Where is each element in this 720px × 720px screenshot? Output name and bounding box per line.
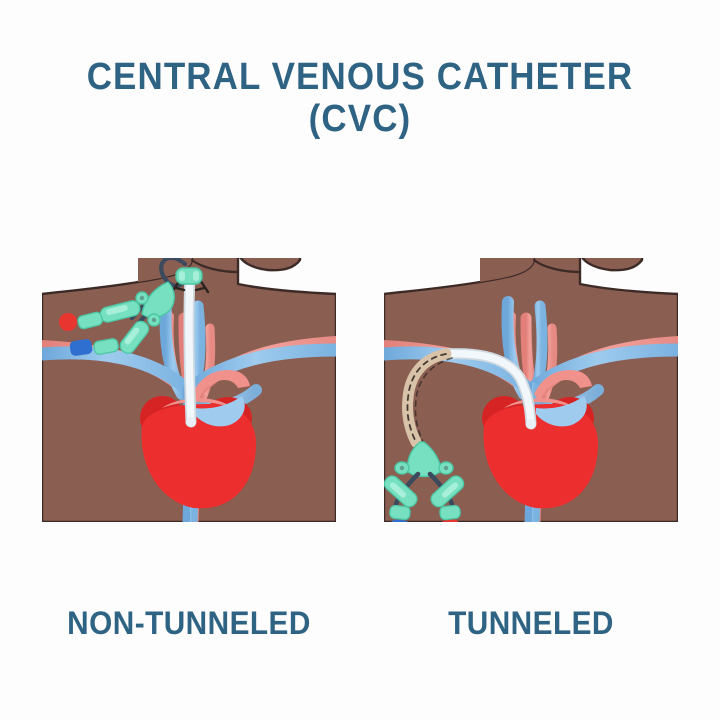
blue-cap bbox=[69, 339, 93, 356]
title-line-secondary: (CVC) bbox=[308, 97, 412, 140]
illustration-non-tunneled bbox=[42, 258, 336, 522]
lumen-clamps bbox=[384, 475, 465, 508]
chin-line bbox=[532, 258, 582, 274]
catheter-tip bbox=[526, 419, 536, 429]
jaw-outline bbox=[581, 258, 644, 272]
catheter-intravascular bbox=[183, 270, 197, 428]
lumen-port-blue bbox=[389, 504, 411, 522]
lumen-port-blue bbox=[69, 320, 150, 356]
title-line-primary: CENTRAL VENOUS CATHETER bbox=[86, 56, 634, 98]
catheter-tip bbox=[186, 417, 196, 427]
exit-site-hub bbox=[394, 441, 454, 478]
page-title: CENTRAL VENOUS CATHETER (CVC) bbox=[0, 56, 720, 142]
heart bbox=[140, 370, 256, 509]
heart bbox=[482, 370, 598, 509]
red-cap bbox=[59, 313, 77, 331]
caption-non-tunneled: NON-TUNNELED bbox=[67, 605, 311, 641]
catheter-intravascular bbox=[438, 348, 537, 430]
bifurcation-hub bbox=[135, 281, 175, 327]
lumen-port-red bbox=[59, 300, 141, 331]
illustration-tunneled bbox=[384, 258, 678, 522]
neck-head-profile bbox=[138, 258, 192, 282]
neck-head-profile bbox=[480, 258, 534, 282]
lumen-port-red bbox=[439, 504, 461, 522]
caption-tunneled: TUNNELED bbox=[448, 605, 614, 641]
insertion-site-hub bbox=[175, 267, 203, 285]
subcutaneous-tunnel bbox=[402, 348, 453, 448]
jaw-outline bbox=[239, 258, 302, 272]
chin-line bbox=[190, 258, 240, 274]
